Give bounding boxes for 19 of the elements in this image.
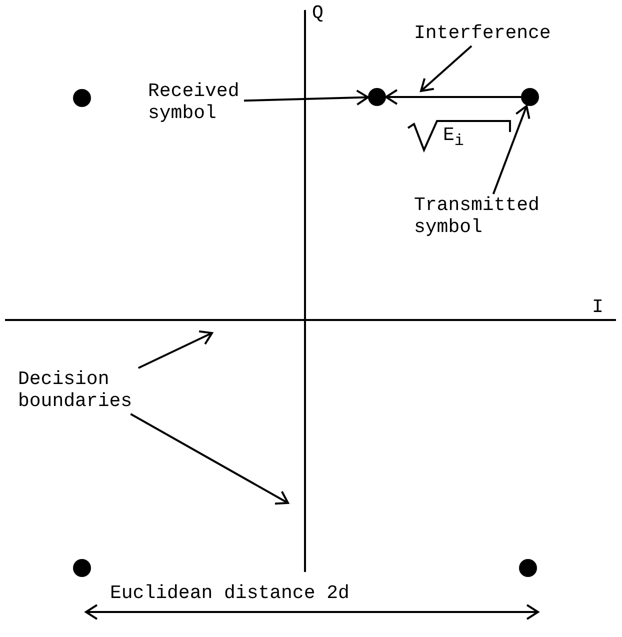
- annotation-text: Received symbol: [148, 80, 244, 124]
- arrow: [385, 89, 521, 105]
- symbol-dot: [519, 559, 537, 577]
- symbol-dot: [368, 88, 386, 106]
- leader-arrow: [420, 45, 472, 92]
- leader-arrow: [138, 330, 213, 369]
- arrow: [492, 105, 530, 194]
- leader-arrow: [130, 413, 289, 505]
- annotation-text: Transmitted symbol: [414, 194, 556, 238]
- axis-label: I: [592, 296, 604, 318]
- symbol-dot: [73, 89, 91, 107]
- dimension-label: Euclidean distance 2d: [110, 582, 350, 604]
- symbol-dot: [521, 88, 539, 106]
- energy-label: E$_{i}$: [443, 124, 464, 152]
- annotation-text: Decision boundaries: [18, 368, 162, 414]
- arrow: [244, 90, 369, 106]
- annotation-text: Interference: [414, 22, 556, 46]
- symbol-dot: [73, 559, 91, 577]
- axis-label: Q: [312, 2, 324, 24]
